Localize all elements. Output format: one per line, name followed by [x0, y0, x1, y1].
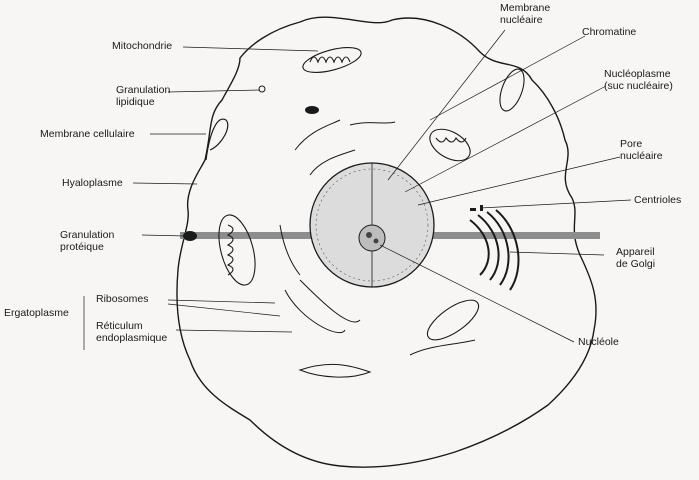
label-centrioles: Centrioles: [634, 194, 682, 206]
leader-lines: [83, 29, 632, 350]
label-hyaloplasme: Hyaloplasme: [62, 177, 123, 189]
label-granulation-lipidique: Granulation lipidique: [116, 84, 171, 108]
nucleus: [309, 162, 435, 288]
label-nucleoplasme: Nucléoplasme (suc nucléaire): [604, 68, 673, 92]
label-reticulum: Réticulum endoplasmique: [96, 320, 168, 344]
golgi-apparatus: [469, 209, 520, 291]
label-mitochondrie: Mitochondrie: [112, 40, 173, 52]
granules: [183, 85, 319, 241]
label-nucleole: Nucléole: [578, 336, 619, 348]
membrane-fold: [205, 118, 229, 161]
label-membrane-cellulaire: Membrane cellulaire: [40, 128, 135, 140]
cell-membrane: [176, 16, 597, 468]
mitochondria: [218, 47, 525, 341]
label-granulation-proteique: Granulation protéique: [60, 229, 115, 253]
label-appareil-golgi: Appareil de Golgi: [616, 246, 656, 270]
label-ergatoplasme: Ergatoplasme: [4, 307, 69, 319]
endoplasmic-reticulum: [279, 119, 476, 378]
label-membrane-nucleaire: Membrane nucléaire: [500, 2, 551, 26]
label-pore-nucleaire: Pore nucléaire: [620, 138, 663, 162]
label-ribosomes: Ribosomes: [96, 293, 149, 305]
label-chromatine: Chromatine: [582, 26, 637, 38]
